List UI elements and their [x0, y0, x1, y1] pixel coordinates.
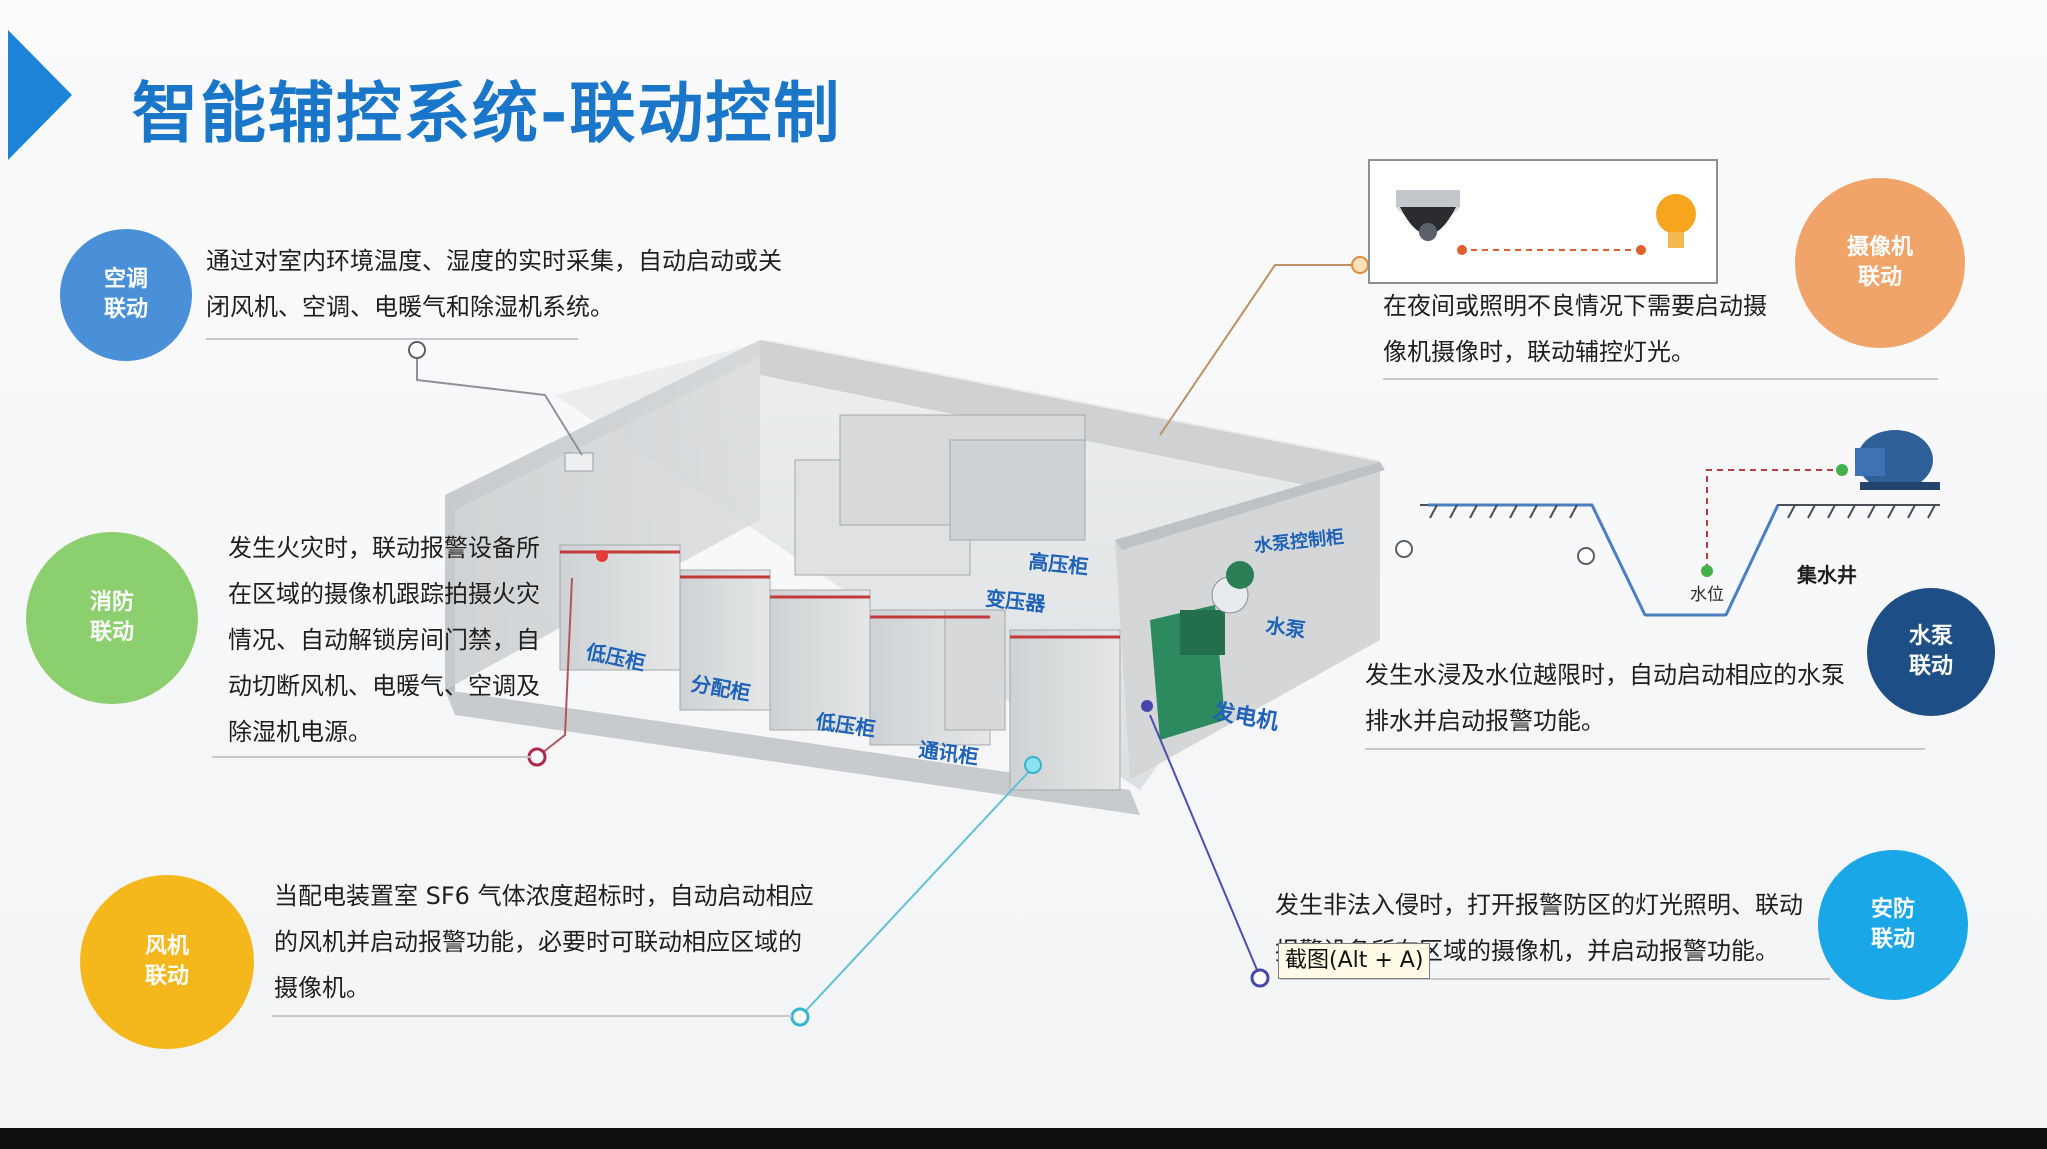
room-3d-model: 低压柜 分配柜 低压柜 通讯柜 变压器 高压柜 水泵控制柜 水泵 发电机: [445, 340, 1385, 815]
fire-divider: [212, 756, 532, 758]
pump-linkage-label: 水泵联动: [1908, 624, 1953, 679]
dome-camera-icon: [1396, 190, 1460, 241]
fire-linkage-badge: 消防联动: [26, 532, 198, 704]
cabinet-group-front: [559, 544, 1121, 791]
ac-divider: [206, 338, 578, 340]
security-divider: [1280, 978, 1830, 980]
water-pump-icon: [1855, 430, 1940, 490]
pump-divider: [1365, 748, 1925, 750]
fire-linkage-description: 发生火灾时，联动报警设备所在区域的摄像机跟踪拍摄火灾情况、自动解锁房间门禁，自动…: [228, 534, 540, 746]
title-chevron-icon: [8, 30, 72, 160]
security-linkage-label: 安防联动: [1870, 897, 1915, 952]
bottom-taskbar: [0, 1128, 2047, 1149]
pump-linkage-description: 发生水浸及水位越限时，自动启动相应的水泵排水并启动报警功能。: [1365, 661, 1845, 735]
water-level-sensor-icon: [1701, 565, 1713, 577]
page-title: 智能辅控系统-联动控制: [132, 75, 842, 152]
ac-linkage-label: 空调联动: [103, 267, 148, 322]
ac-linkage-description: 通过对室内环境温度、湿度的实时采集，自动启动或关闭风机、空调、电暖气和除湿机系统…: [206, 247, 782, 321]
fan-linkage-description: 当配电装置室 SF6 气体浓度超标时，自动启动相应的风机并启动报警功能，必要时可…: [274, 882, 814, 1002]
sump-pit-diagram: [1420, 469, 1940, 617]
camera-divider: [1383, 378, 1938, 380]
fan-divider: [272, 1015, 792, 1017]
fan-linkage-label: 风机联动: [144, 934, 189, 989]
label-generator: 发电机: [1210, 698, 1281, 735]
label-pump: 水泵: [1264, 613, 1307, 642]
security-linkage-badge: 安防联动: [1818, 850, 1968, 1000]
camera-linkage-description: 在夜间或照明不良情况下需要启动摄像机摄像时，联动辅控灯光。: [1383, 292, 1767, 366]
fan-linkage-badge: 风机联动: [80, 875, 254, 1049]
connector-lines: [408, 256, 1369, 1027]
screenshot-shortcut-tooltip: 截图(Alt + A): [1278, 943, 1431, 979]
camera-linkage-label: 摄像机联动: [1846, 235, 1913, 290]
light-bulb-icon: [1656, 194, 1696, 248]
pump-linkage-badge: 水泵联动: [1867, 588, 1995, 716]
fire-linkage-label: 消防联动: [89, 590, 134, 645]
ac-linkage-badge: 空调联动: [60, 229, 192, 361]
sump-pit-label: 集水井: [1796, 563, 1857, 587]
cabinet-group-back: [794, 414, 1086, 576]
camera-linkage-badge: 摄像机联动: [1795, 178, 1965, 348]
generator: [1150, 605, 1225, 740]
water-level-label: 水位: [1690, 585, 1724, 605]
